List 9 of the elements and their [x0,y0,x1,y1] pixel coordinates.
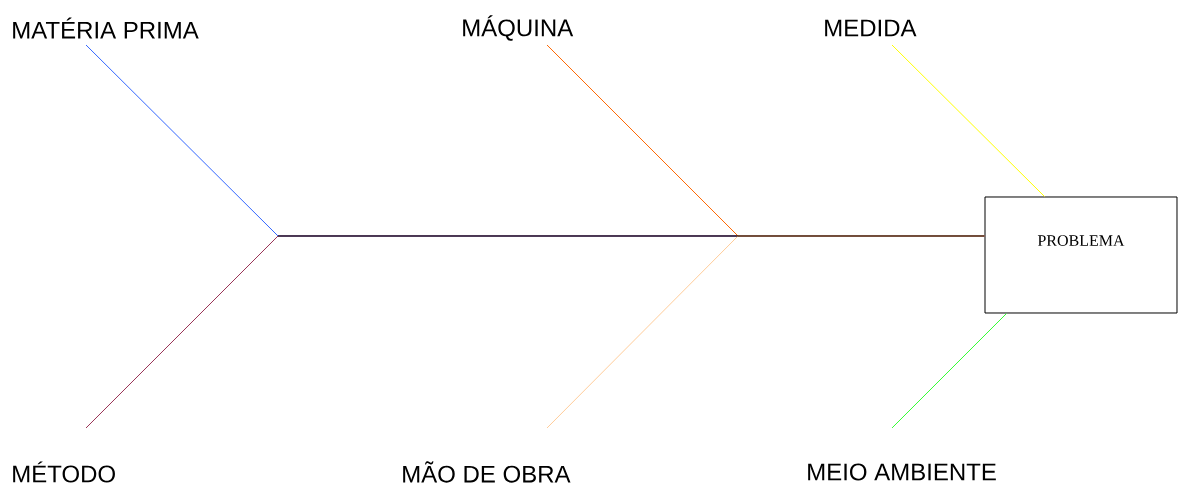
category-label: MÉTODO [13,461,115,483]
category-label: MÃO DE OBRA [403,461,571,483]
category-label: MATÉRIA PRIMA [13,17,199,39]
category-label: MEDIDA [825,19,917,37]
category-label: MEIO AMBIENTE [808,463,996,481]
fishbone-line [891,313,1007,429]
fishbone-line [891,44,1045,197]
category-label: MÁQUINA [463,15,574,41]
problem-box: PROBLEMA [984,196,1178,314]
